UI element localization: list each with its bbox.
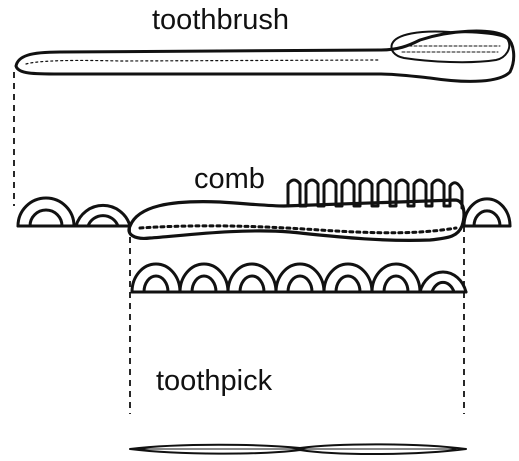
comb-drawing: [129, 180, 464, 240]
arch: [372, 264, 420, 292]
arch-inner: [336, 276, 360, 292]
toothpick-label: toothpick: [156, 367, 272, 396]
arch: [180, 264, 228, 292]
toothbrush-drawing: [16, 31, 514, 81]
toothbrush-inner-line: [26, 60, 380, 64]
arch: [228, 264, 276, 292]
arch-row-lower: [132, 264, 466, 292]
arch-row-upper-right: [464, 199, 510, 226]
comb-label: comb: [194, 165, 265, 194]
dashed-guides: [14, 72, 464, 414]
toothpick-drawing: [130, 444, 466, 454]
arch-inner: [288, 276, 312, 292]
arch: [132, 264, 180, 292]
arch: [464, 199, 510, 226]
toothbrush-label: toothbrush: [152, 6, 289, 35]
arch: [18, 198, 74, 226]
arch-inner: [30, 210, 62, 226]
toothbrush-bristle-head: [392, 32, 510, 63]
arch-row-upper-left: [18, 198, 130, 226]
arch-inner: [192, 276, 216, 292]
toothbrush-handle: [16, 31, 514, 81]
arch-inner: [474, 211, 500, 226]
arch-inner: [88, 216, 118, 226]
arch: [324, 264, 372, 292]
arch-inner: [144, 276, 168, 292]
toothbrush-bristle-texture: [402, 46, 500, 52]
arch: [276, 264, 324, 292]
arch-inner: [240, 276, 264, 292]
arch-inner: [384, 276, 408, 292]
